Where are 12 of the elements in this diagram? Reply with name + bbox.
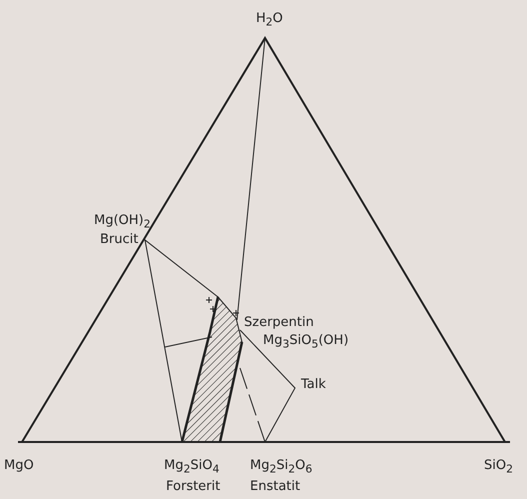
- compound-label: Mg$_{3}$SiO$_{5}$(OH): [263, 334, 349, 350]
- compound-label: MgO: [4, 459, 34, 472]
- compound-label: SiO$_{2}$: [484, 459, 513, 476]
- compound-label: Forsterit: [166, 480, 220, 493]
- compound-label: Talk: [301, 378, 326, 391]
- compound-label: H$_{2}$O: [256, 12, 283, 28]
- compound-label: Brucit: [100, 233, 138, 246]
- compound-label: Szerpentin: [244, 316, 314, 329]
- compound-label: Mg$_{2}$SiO$_{4}$: [164, 459, 220, 476]
- compound-label: Mg(OH)$_{2}$: [94, 214, 151, 230]
- compound-label: Enstatit: [250, 480, 300, 493]
- compound-label: Mg$_{2}$Si$_{2}$O$_{6}$: [250, 459, 312, 476]
